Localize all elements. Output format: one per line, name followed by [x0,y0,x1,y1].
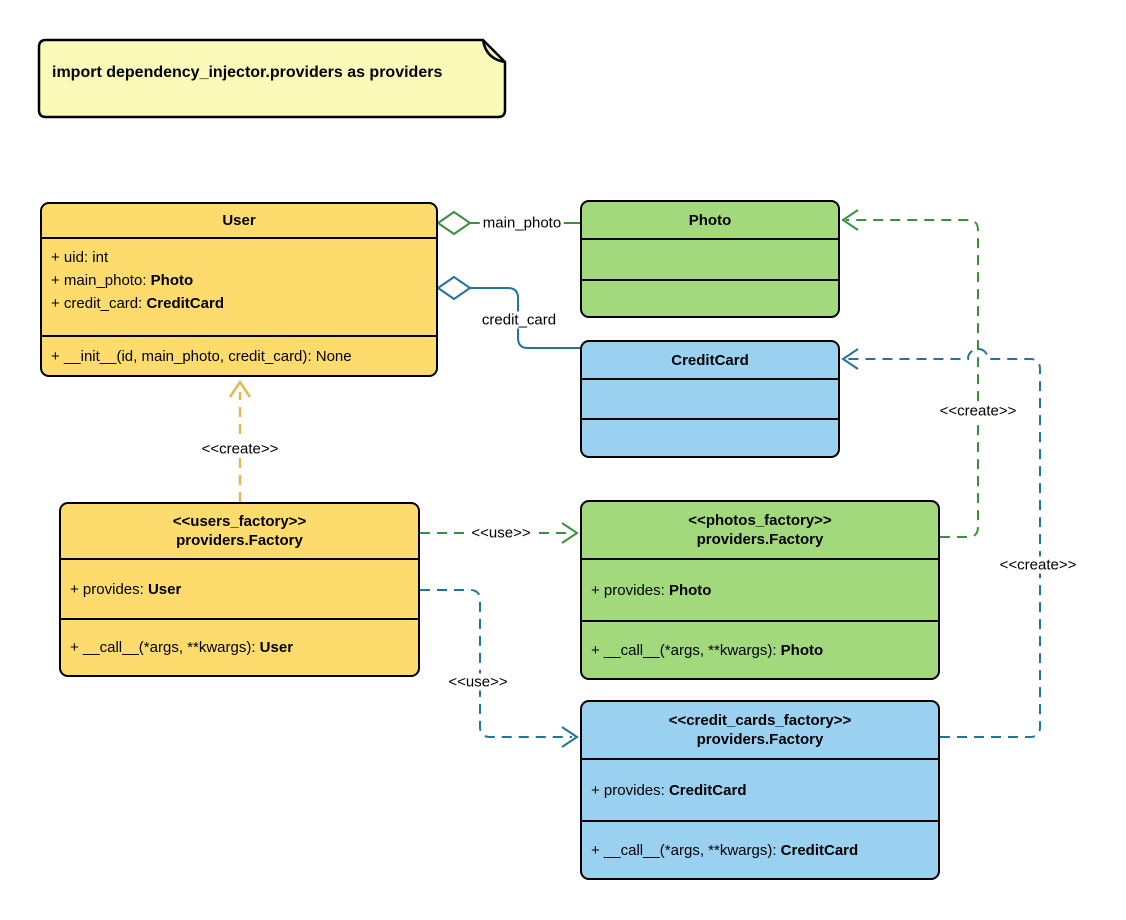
stereotype-label: <<photos_factory>> [688,512,832,529]
method-text: + __init__(id, main_photo, credit_card):… [51,347,352,365]
class-user-attributes: + uid: int + main_photo: Photo + credit_… [42,237,436,335]
edge-photos-factory-create [841,209,979,538]
edge-label-credit-card: credit_card [478,311,560,329]
method-type: User [259,639,294,656]
class-credit-cards-factory-title: <<credit_cards_factory>> providers.Facto… [582,702,938,758]
open-arrowhead-icon [561,522,579,544]
edge-label-use-photos: <<use>> [468,524,534,542]
class-users-factory-methods: + __call__(*args, **kwargs): User [61,618,418,675]
method-type: Photo [780,641,824,659]
class-user-title: User [222,212,256,229]
class-credit-cards-factory-attributes: + provides: CreditCard [582,758,938,820]
attribute-type: User [147,580,182,598]
class-creditcard-attributes [582,378,838,418]
class-creditcard-title: CreditCard [671,351,749,369]
attribute-row: + provides: Photo [591,579,711,602]
method-row: + __call__(*args, **kwargs): User [70,636,293,659]
open-arrowhead-icon [228,379,252,398]
edge-label-create-creditcard: <<create>> [996,556,1080,574]
stereotype-label: <<credit_cards_factory>> [668,712,852,729]
class-user-methods: + __init__(id, main_photo, credit_card):… [42,335,436,375]
note-fold-icon [481,39,506,64]
attribute-text: + uid: int [51,249,109,266]
method-text: + __call__(*args, **kwargs): [591,841,781,859]
class-photo: Photo [580,200,840,318]
open-arrowhead-icon [841,348,859,370]
class-users-factory-title: <<users_factory>> providers.Factory [61,504,418,558]
open-arrowhead-icon [841,209,859,231]
class-creditcard-methods [582,418,838,456]
attribute-type: CreditCard [146,295,224,312]
method-row: + __call__(*args, **kwargs): Photo [591,639,823,662]
attribute-row: + uid: int [51,246,436,269]
class-users-factory-attributes: + provides: User [61,558,418,618]
edge-label-main-photo: main_photo [479,214,565,232]
import-note: import dependency_injector.providers as … [52,64,443,81]
attribute-text: + credit_card: [51,295,147,312]
open-arrowhead-icon [561,726,579,748]
class-name-label: providers.Factory [176,532,303,549]
class-credit-cards-factory-methods: + __call__(*args, **kwargs): CreditCard [582,820,938,878]
method-type: CreditCard [780,841,859,859]
attribute-text: + provides: [70,580,148,598]
class-credit-cards-factory: <<credit_cards_factory>> providers.Facto… [580,700,940,880]
method-text: + __call__(*args, **kwargs): [591,641,781,659]
attribute-row: + main_photo: Photo [51,269,436,292]
class-photos-factory-attributes: + provides: Photo [582,558,938,620]
aggregation-diamond-icon [436,275,472,301]
class-name-label: providers.Factory [696,531,824,548]
method-row: + __call__(*args, **kwargs): CreditCard [591,839,858,862]
class-photo-methods [582,279,838,316]
attribute-row: + credit_card: CreditCard [51,292,436,315]
edge-label-create-photo: <<create>> [936,402,1020,420]
edge-label-create-user: <<create>> [198,440,282,458]
attribute-row: + provides: CreditCard [591,779,746,802]
method-text: + __call__(*args, **kwargs): [70,639,260,656]
class-photos-factory-methods: + __call__(*args, **kwargs): Photo [582,620,938,678]
class-name-label: providers.Factory [696,731,824,748]
method-row: + __init__(id, main_photo, credit_card):… [51,345,352,368]
attribute-text: + provides: [591,781,669,799]
class-users-factory: <<users_factory>> providers.Factory + pr… [59,502,420,677]
class-photos-factory: <<photos_factory>> providers.Factory + p… [580,500,940,680]
class-photos-factory-title: <<photos_factory>> providers.Factory [582,502,938,558]
attribute-type: Photo [150,272,194,289]
edge-users-factory-use-credit-cards [420,589,579,748]
attribute-row: + provides: User [70,578,181,601]
attribute-type: CreditCard [668,781,747,799]
stereotype-label: <<users_factory>> [172,513,307,530]
aggregation-diamond-icon [436,210,472,236]
class-photo-title: Photo [688,211,732,229]
attribute-text: + main_photo: [51,272,151,289]
class-creditcard: CreditCard [580,340,840,458]
edge-label-use-credit-cards: <<use>> [445,673,511,691]
attribute-text: + provides: [591,581,669,599]
attribute-type: Photo [668,581,712,599]
class-photo-attributes [582,238,838,279]
class-user: User + uid: int + main_photo: Photo + cr… [40,202,438,377]
